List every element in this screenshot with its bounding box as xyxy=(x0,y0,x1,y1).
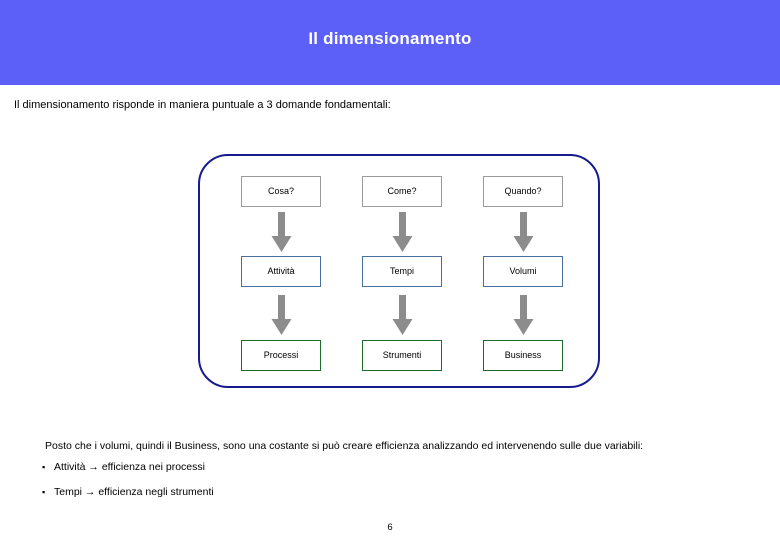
slide-title-band xyxy=(0,0,780,85)
page-number: 6 xyxy=(387,522,393,533)
page-title: Il dimensionamento xyxy=(308,29,472,48)
arrow-down-icon xyxy=(392,295,413,336)
node-answer-2[interactable]: Tempi xyxy=(362,256,442,287)
arrow-down-icon xyxy=(513,212,534,253)
diagram-grid: Cosa? Attività Processi Come? Tempi St xyxy=(241,176,563,372)
list-item: ▪ Tempi → efficienza negli strumenti xyxy=(42,486,642,511)
bullet-square-icon: ▪ xyxy=(42,462,46,472)
diagram-column-quando: Quando? Volumi Business xyxy=(483,176,563,372)
node-question-3[interactable]: Quando? xyxy=(483,176,563,207)
list-item-label: Attività → efficienza nei processi xyxy=(54,461,205,473)
node-answer-3[interactable]: Volumi xyxy=(483,256,563,287)
list-item-label: Tempi → efficienza negli strumenti xyxy=(54,486,214,498)
arrow-down-icon xyxy=(513,295,534,336)
node-outcome-2[interactable]: Strumenti xyxy=(362,340,442,371)
diagram-frame xyxy=(198,154,600,388)
diagram-column-come: Come? Tempi Strumenti xyxy=(362,176,442,372)
conclusion-text: Posto che i volumi, quindi il Business, … xyxy=(45,440,644,452)
node-outcome-3[interactable]: Business xyxy=(483,340,563,371)
conclusion-bullet-list: ▪ Attività → efficienza nei processi ▪ T… xyxy=(42,461,642,511)
list-item: ▪ Attività → efficienza nei processi xyxy=(42,461,642,486)
node-answer-1[interactable]: Attività xyxy=(241,256,321,287)
arrow-down-icon xyxy=(271,295,292,336)
node-question-2[interactable]: Come? xyxy=(362,176,442,207)
node-outcome-1[interactable]: Processi xyxy=(241,340,321,371)
arrow-down-icon xyxy=(271,212,292,253)
diagram-column-cosa: Cosa? Attività Processi xyxy=(241,176,321,372)
bullet-square-icon: ▪ xyxy=(42,487,46,497)
node-question-1[interactable]: Cosa? xyxy=(241,176,321,207)
intro-sentence: Il dimensionamento risponde in maniera p… xyxy=(14,99,391,111)
arrow-down-icon xyxy=(392,212,413,253)
